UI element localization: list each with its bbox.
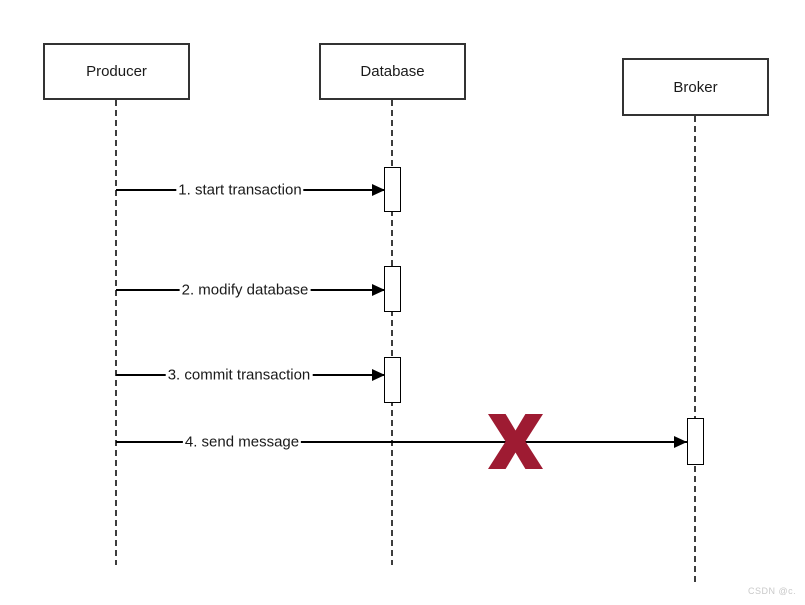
actor-label-broker: Broker: [673, 78, 718, 96]
actor-label-database: Database: [360, 63, 425, 80]
activation-broker-1: [687, 418, 704, 465]
lifeline-producer: [115, 100, 117, 565]
message-1-label: 1. start transaction: [176, 181, 304, 199]
lifeline-database: [391, 100, 393, 565]
actor-box-database: Database: [319, 43, 466, 100]
message-4-line: [116, 441, 687, 443]
activation-database-2: [384, 266, 401, 312]
failure-x-icon: [488, 414, 543, 469]
activation-database-1: [384, 167, 401, 212]
activation-database-3: [384, 357, 401, 403]
actor-label-producer: Producer: [86, 63, 147, 80]
lifeline-broker: [694, 116, 696, 582]
message-2-arrowhead-icon: [372, 284, 385, 296]
message-4-arrowhead-icon: [674, 436, 687, 448]
message-4-label: 4. send message: [182, 433, 302, 451]
actor-box-broker: Broker: [622, 58, 769, 116]
watermark: CSDN @c.: [748, 586, 797, 596]
message-1-arrowhead-icon: [372, 184, 385, 196]
actor-box-producer: Producer: [43, 43, 190, 100]
message-2-label: 2. modify database: [179, 281, 311, 299]
message-3-arrowhead-icon: [372, 369, 385, 381]
message-3-label: 3. commit transaction: [165, 366, 313, 384]
